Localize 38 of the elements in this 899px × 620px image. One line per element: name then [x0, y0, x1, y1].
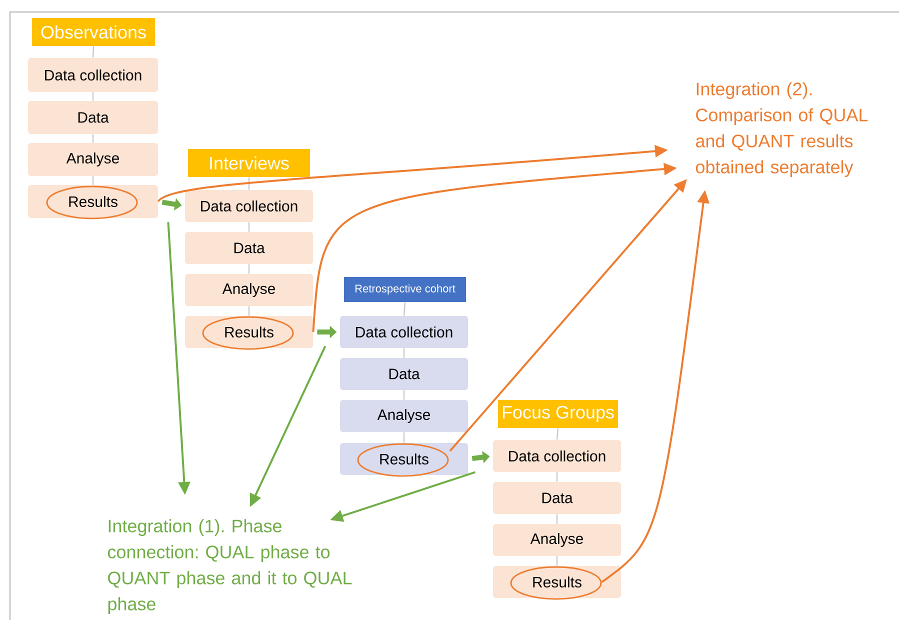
connector [92, 46, 94, 58]
column-header: Observations [32, 18, 155, 46]
step-box: Results [185, 316, 313, 348]
step-box: Data collection [185, 190, 313, 222]
step-box: Data collection [340, 316, 468, 348]
step-box: Data [493, 482, 621, 514]
integration-note: Integration (2). Comparison of QUAL and QUANT results obtained separately [696, 82, 868, 177]
connector [248, 306, 250, 316]
connector [403, 302, 406, 316]
column-header: Retrospective cohort [344, 277, 466, 302]
connector [92, 176, 94, 185]
integration-note: Integration (1). Phase connection: QUAL phase to QUANT phase and it to QUAL phase [108, 519, 352, 614]
step-box: Results [340, 443, 468, 475]
step-box: Analyse [28, 143, 158, 176]
step-box: Data [340, 358, 468, 390]
connector [403, 348, 405, 358]
connector [248, 222, 250, 232]
step-box: Data collection [28, 58, 158, 92]
connector [248, 264, 250, 274]
connector [556, 556, 558, 566]
step-box: Analyse [185, 274, 313, 306]
connector [556, 428, 559, 440]
step-box: Analyse [340, 400, 468, 432]
step-box: Data [28, 101, 158, 134]
step-box: Data [185, 232, 313, 264]
connector [556, 472, 558, 482]
step-box: Results [493, 566, 621, 598]
connector [403, 432, 405, 443]
column-header: Interviews [188, 149, 310, 177]
step-box: Data collection [493, 440, 621, 472]
connector [248, 177, 250, 190]
connector [556, 514, 558, 524]
column-header: Focus Groups [498, 400, 618, 428]
connector [403, 390, 405, 400]
connector [92, 92, 94, 101]
step-box: Results [28, 185, 158, 218]
step-box: Analyse [493, 524, 621, 556]
connector [92, 134, 94, 143]
